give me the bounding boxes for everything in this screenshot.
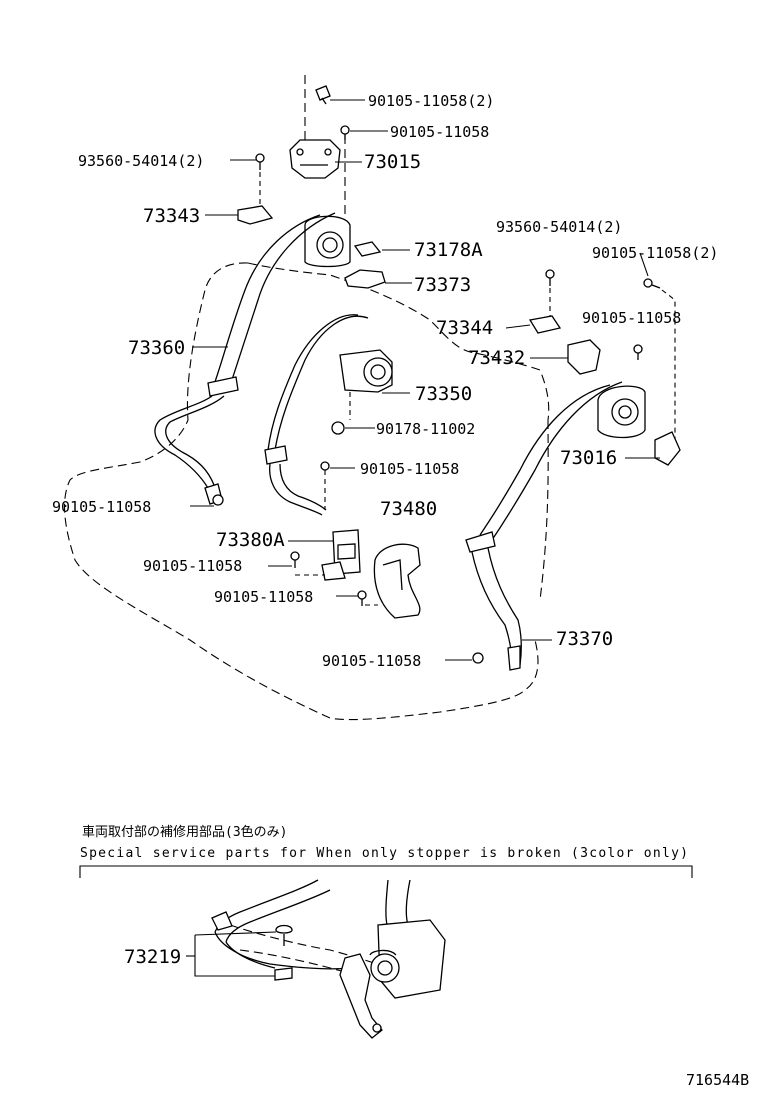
bolt-icon bbox=[290, 551, 300, 568]
label-90105-11058-2-right: 90105-11058(2) bbox=[592, 244, 718, 262]
label-93560-54014-2-right: 93560-54014(2) bbox=[496, 218, 622, 236]
label-73219: 73219 bbox=[124, 946, 181, 968]
retractor-73016[interactable] bbox=[597, 385, 681, 466]
buckle-73380A[interactable] bbox=[321, 529, 361, 581]
label-73432: 73432 bbox=[468, 347, 525, 369]
label-90105-11058-2-top: 90105-11058(2) bbox=[368, 92, 494, 110]
bolt-icon bbox=[545, 269, 555, 286]
label-73480: 73480 bbox=[380, 498, 437, 520]
label-90105-11058-lower1: 90105-11058 bbox=[143, 557, 242, 575]
belt-webbing-73350 bbox=[264, 314, 369, 516]
bolt-icon bbox=[633, 344, 643, 360]
belt-cover-73343[interactable] bbox=[237, 205, 274, 225]
bolt-icon bbox=[320, 461, 330, 471]
note-divider bbox=[79, 865, 693, 878]
pad-73178A[interactable] bbox=[353, 241, 382, 257]
trim-73432[interactable] bbox=[567, 339, 601, 375]
buckle-73480[interactable] bbox=[373, 543, 421, 619]
label-73344: 73344 bbox=[436, 317, 493, 339]
label-90178-11002: 90178-11002 bbox=[376, 420, 475, 438]
label-73343: 73343 bbox=[143, 205, 200, 227]
label-93560-54014-2-left: 93560-54014(2) bbox=[78, 152, 204, 170]
label-73178A: 73178A bbox=[414, 239, 483, 261]
bolt-guide-line bbox=[661, 289, 676, 440]
belt-webbing-73370 bbox=[465, 381, 623, 671]
retractor-bracket-73015[interactable] bbox=[289, 139, 341, 179]
figure-id: 716544B bbox=[686, 1071, 749, 1089]
retractor-73360[interactable] bbox=[304, 215, 351, 268]
label-73360: 73360 bbox=[128, 337, 185, 359]
label-73016: 73016 bbox=[560, 447, 617, 469]
bolt-icon bbox=[255, 153, 265, 170]
label-73350: 73350 bbox=[415, 383, 472, 405]
belt-cover-73344[interactable] bbox=[528, 315, 562, 334]
label-90105-11058-right: 90105-11058 bbox=[582, 309, 681, 327]
nut-icon bbox=[331, 421, 345, 435]
label-90105-11058-top: 90105-11058 bbox=[390, 123, 489, 141]
label-90105-11058-left: 90105-11058 bbox=[52, 498, 151, 516]
note-english: Special service parts for When only stop… bbox=[80, 846, 688, 861]
note-japanese: 車両取付部の補修用部品(3色のみ) bbox=[82, 824, 287, 840]
label-73370: 73370 bbox=[556, 628, 613, 650]
label-73015: 73015 bbox=[364, 151, 421, 173]
bolt-icon bbox=[340, 125, 350, 140]
seat-outline bbox=[64, 262, 550, 721]
leader-lines bbox=[190, 99, 660, 661]
label-73373: 73373 bbox=[414, 274, 471, 296]
label-90105-11058-bottom: 90105-11058 bbox=[322, 652, 421, 670]
bolt-icon bbox=[643, 278, 661, 289]
label-90105-11058-mid: 90105-11058 bbox=[360, 460, 459, 478]
label-90105-11058-lower2: 90105-11058 bbox=[214, 588, 313, 606]
label-73380A: 73380A bbox=[216, 529, 285, 551]
bolt-icon bbox=[472, 652, 484, 664]
bolt-icon bbox=[315, 85, 331, 105]
bracket-73373[interactable] bbox=[344, 269, 386, 289]
bolt-icon bbox=[212, 494, 224, 506]
retractor-73350[interactable] bbox=[339, 349, 393, 393]
bolt-icon bbox=[357, 590, 367, 606]
stopper-detail-inset bbox=[194, 879, 446, 1039]
